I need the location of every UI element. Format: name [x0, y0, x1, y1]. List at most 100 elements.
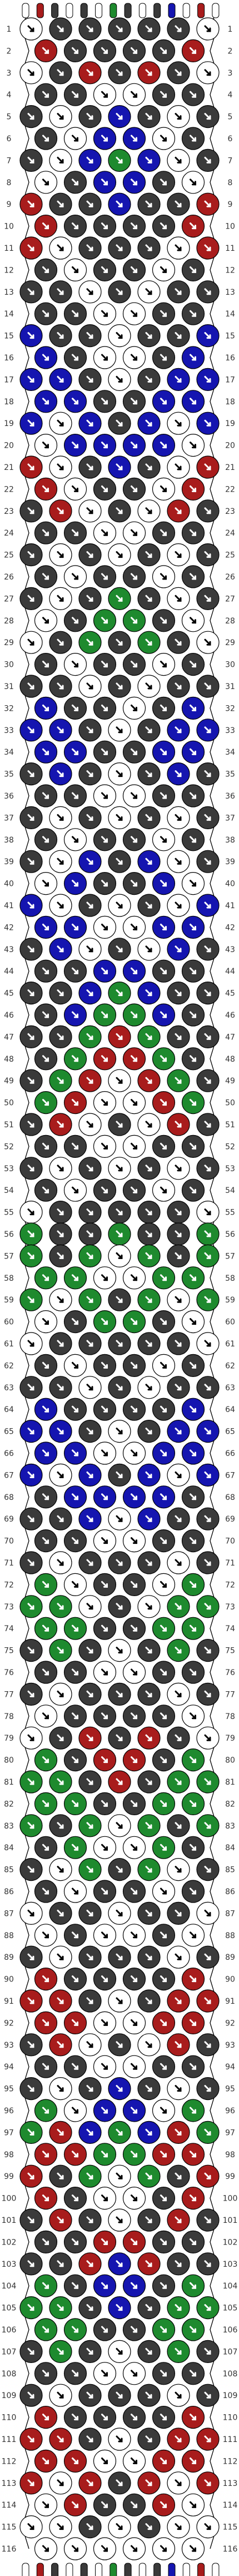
knot — [63, 1398, 87, 1421]
knot — [49, 1770, 72, 1794]
knot — [63, 2055, 87, 2078]
row-number-right: 47 — [225, 1033, 235, 1042]
knot — [78, 762, 102, 786]
knot — [34, 1003, 58, 1027]
knot — [63, 1880, 87, 1903]
knot — [137, 2208, 161, 2232]
row-number-right: 56 — [225, 1230, 235, 1239]
knot — [137, 148, 161, 172]
knot — [152, 740, 176, 764]
knot — [108, 850, 131, 873]
knot — [137, 1288, 161, 1311]
knot — [93, 2493, 117, 2516]
knot — [181, 2362, 205, 2385]
row-number-right: 65 — [225, 1428, 235, 1436]
knot — [137, 1376, 161, 1399]
knot — [167, 192, 190, 216]
knot — [122, 1924, 146, 1947]
knot — [93, 477, 117, 501]
knot — [181, 171, 205, 194]
knot — [93, 1003, 117, 1027]
knot — [196, 2296, 220, 2320]
knot — [181, 1836, 205, 1859]
knot — [34, 433, 58, 457]
knot — [19, 1507, 43, 1530]
knot — [93, 2406, 117, 2429]
knot — [137, 1551, 161, 1574]
knot — [49, 1244, 72, 1267]
knot — [167, 2164, 190, 2188]
knot — [93, 1310, 117, 1334]
knot — [196, 1726, 220, 1750]
top-strand — [95, 3, 102, 18]
knot — [122, 2187, 146, 2210]
top-strand — [168, 3, 176, 18]
top-strand — [36, 3, 44, 18]
bottom-strand — [51, 2563, 59, 2576]
knot — [167, 719, 190, 742]
knot — [167, 2033, 190, 2057]
knot — [122, 39, 146, 63]
row-number-right: 23 — [225, 507, 235, 516]
knot — [34, 1398, 58, 1421]
knot — [49, 762, 72, 786]
knot — [34, 477, 58, 501]
knot — [181, 1792, 205, 1815]
knot — [19, 2428, 43, 2451]
row-number-right: 90 — [225, 1975, 235, 1984]
row-number-right: 94 — [225, 2063, 235, 2072]
knot — [152, 1836, 176, 1859]
knot — [196, 455, 220, 479]
knot — [63, 39, 87, 63]
knot — [181, 1091, 205, 1114]
knot — [137, 1595, 161, 1618]
knot — [137, 61, 161, 85]
row-number-right: 27 — [225, 595, 235, 603]
row-number-right: 89 — [225, 1953, 235, 1962]
knot — [152, 2055, 176, 2078]
knot — [19, 1682, 43, 1706]
row-number-left: 3 — [7, 69, 12, 78]
knot — [122, 609, 146, 632]
knot — [93, 1968, 117, 1991]
row-number-left: 25 — [4, 551, 14, 560]
row-number-left: 22 — [4, 485, 14, 494]
knot — [181, 1705, 205, 1728]
knot — [181, 696, 205, 720]
knot — [181, 1441, 205, 1465]
knot — [196, 2515, 220, 2539]
knot — [137, 17, 161, 41]
row-number-left: 58 — [4, 1274, 14, 1283]
knot — [19, 2033, 43, 2057]
knot — [122, 1003, 146, 1027]
knot — [152, 1091, 176, 1114]
knot — [152, 127, 176, 150]
row-number-right: 77 — [225, 1690, 235, 1699]
row-number-left: 95 — [4, 2085, 14, 2094]
knot — [152, 2493, 176, 2516]
knot — [78, 1201, 102, 1224]
knot — [19, 1639, 43, 1662]
knot — [196, 192, 220, 216]
knot — [152, 521, 176, 544]
knot — [152, 390, 176, 413]
row-number-left: 83 — [4, 1822, 14, 1831]
knot — [167, 806, 190, 830]
knot — [34, 390, 58, 413]
knot — [152, 784, 176, 808]
knot — [152, 609, 176, 632]
row-number-left: 90 — [4, 1975, 14, 1984]
row-number-left: 78 — [4, 1712, 14, 1721]
knot — [63, 828, 87, 851]
knot — [19, 762, 43, 786]
row-number-left: 81 — [4, 1778, 14, 1787]
knot — [93, 565, 117, 588]
row-number-left: 37 — [4, 814, 14, 823]
knot — [167, 236, 190, 260]
row-number-right: 7 — [228, 156, 233, 165]
knot — [137, 1332, 161, 1355]
knot — [152, 871, 176, 895]
knot — [34, 2187, 58, 2210]
knot — [34, 302, 58, 325]
knot — [93, 1529, 117, 1553]
